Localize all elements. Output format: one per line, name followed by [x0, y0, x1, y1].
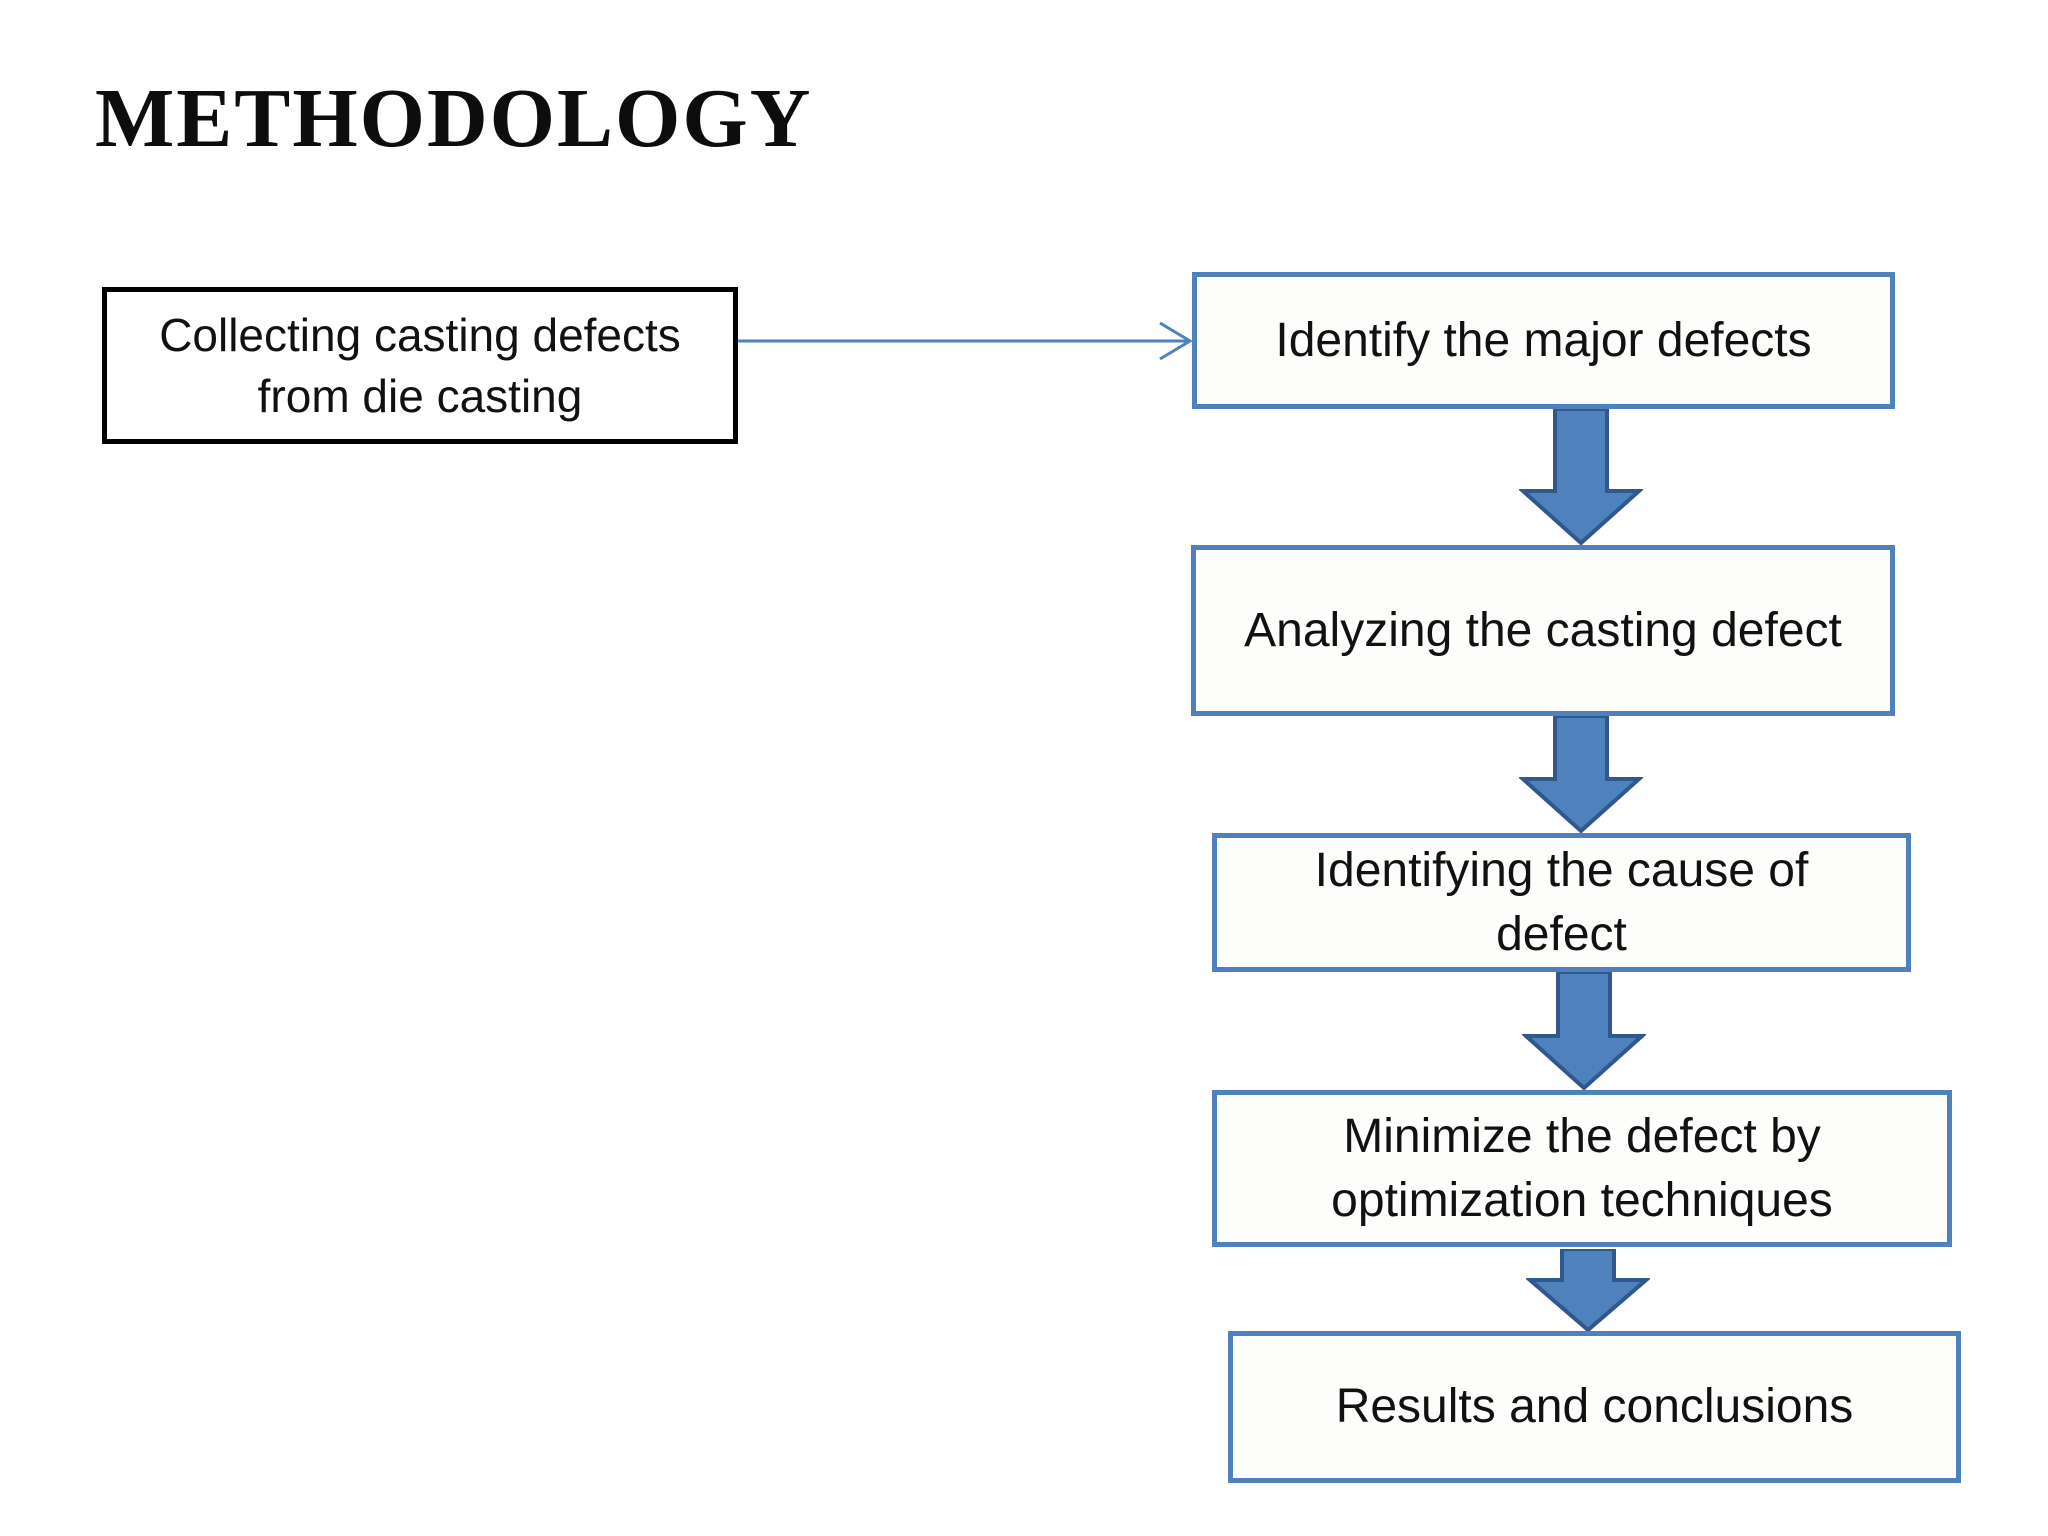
flow-box-identifying-cause-label: Identifying the cause of defect	[1314, 844, 1809, 961]
down-block-arrow-4	[1526, 1249, 1650, 1332]
slide-title: METHODOLOGY	[95, 72, 813, 165]
flow-box-identify-major-defects-label: Identify the major defects	[1275, 313, 1812, 367]
down-block-arrow-3	[1522, 972, 1646, 1090]
flow-box-minimize-defect-label: Minimize the defect by optimization tech…	[1331, 1110, 1833, 1227]
down-block-arrow-1	[1519, 409, 1643, 545]
down-block-arrow-2	[1519, 716, 1643, 833]
flow-box-collecting-defects-label: Collecting casting defects from die cast…	[159, 308, 681, 422]
right-connector-arrow	[738, 321, 1193, 361]
flow-box-identifying-cause: Identifying the cause of defect	[1212, 833, 1911, 972]
flow-box-analyzing-defect-label: Analyzing the casting defect	[1244, 603, 1842, 657]
flow-box-minimize-defect: Minimize the defect by optimization tech…	[1212, 1090, 1952, 1247]
flow-box-analyzing-defect: Analyzing the casting defect	[1191, 545, 1895, 716]
flow-box-results-conclusions: Results and conclusions	[1228, 1331, 1961, 1483]
flow-box-results-conclusions-label: Results and conclusions	[1335, 1380, 1854, 1434]
flow-box-collecting-defects: Collecting casting defects from die cast…	[102, 287, 738, 444]
flow-box-identify-major-defects: Identify the major defects	[1192, 272, 1895, 409]
